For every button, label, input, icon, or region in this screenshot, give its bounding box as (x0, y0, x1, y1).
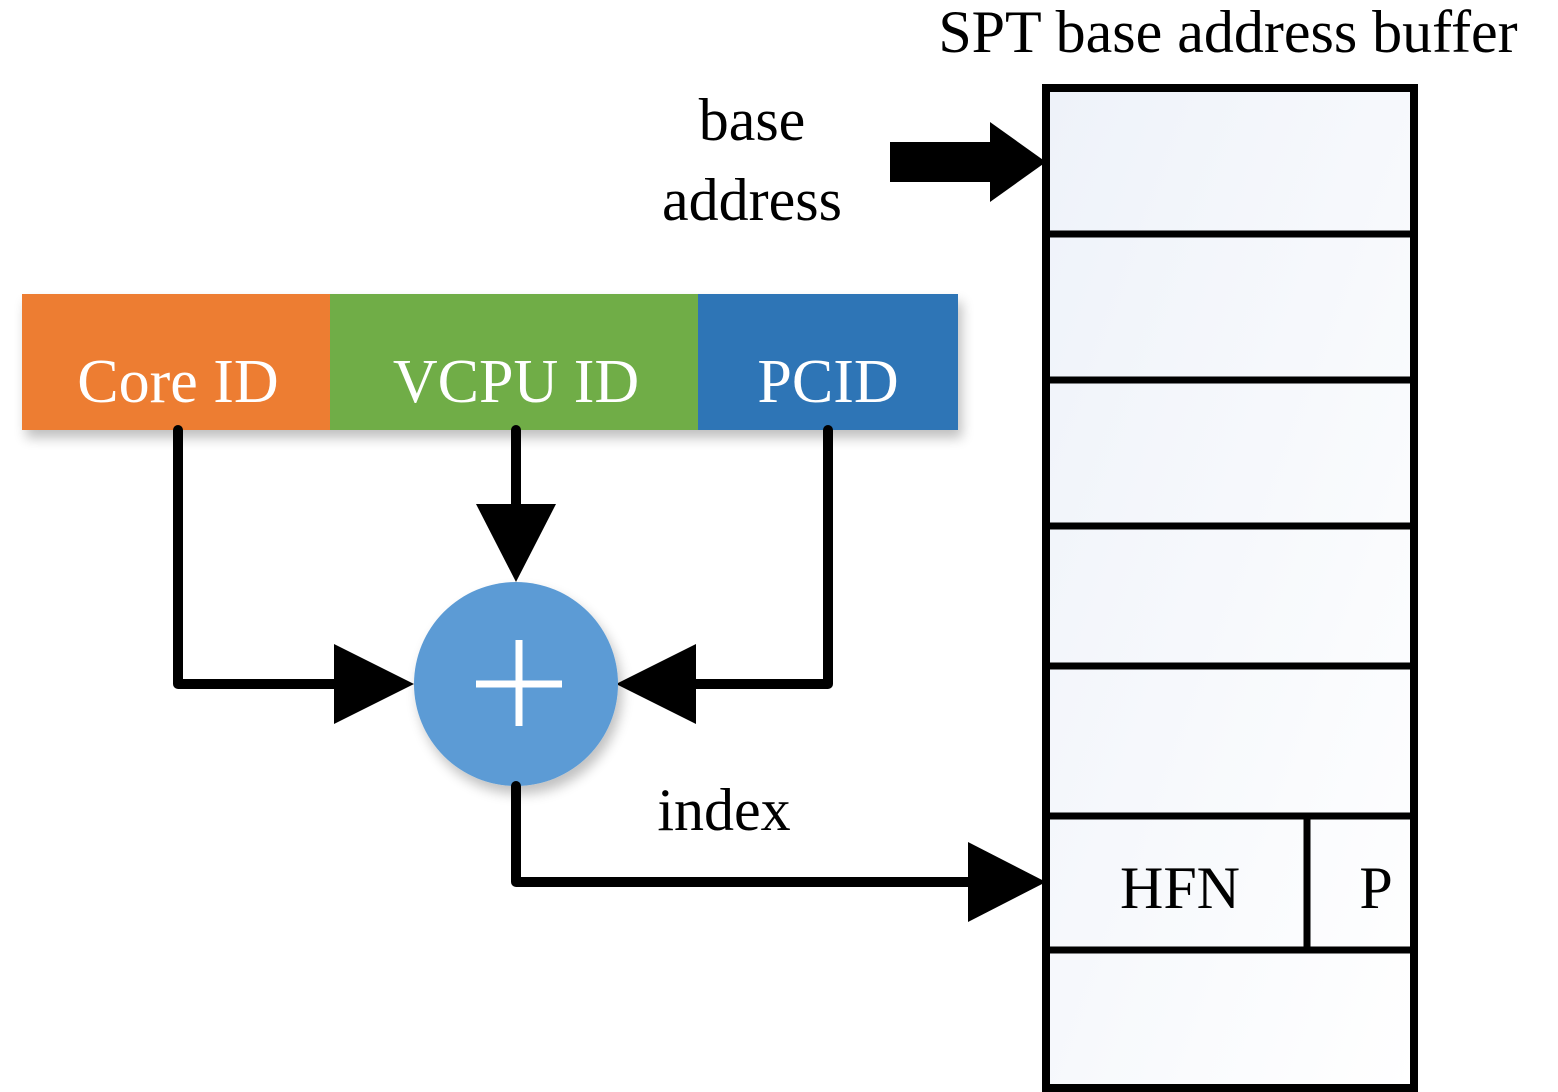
pcid-field (698, 294, 958, 430)
hfn-label: HFN (1120, 855, 1240, 921)
core-id-field (22, 294, 332, 430)
buffer-title: SPT base address buffer (938, 0, 1517, 65)
plus-icon (476, 640, 562, 726)
vcpu-id-field (330, 294, 700, 430)
pcid-arrowhead (616, 644, 696, 724)
core-id-connector (173, 425, 414, 724)
p-label: P (1359, 855, 1392, 921)
core-id-arrowhead (334, 644, 414, 724)
index-label: index (657, 777, 790, 843)
pcid-label: PCID (757, 348, 898, 416)
vcpu-id-connector (476, 425, 556, 582)
vcpu-id-arrowhead (476, 504, 556, 582)
base-address-arrow (890, 122, 1046, 202)
base-address-label-line1: base (699, 87, 806, 153)
pcid-connector (616, 425, 833, 724)
index-connector (511, 781, 1046, 922)
base-address-label-line2: address (662, 167, 842, 233)
core-id-label: Core ID (77, 348, 278, 416)
id-fields-bar (22, 294, 958, 430)
spt-buffer (1042, 84, 1418, 1092)
vcpu-id-label: VCPU ID (393, 348, 639, 416)
index-arrowhead (968, 842, 1046, 922)
